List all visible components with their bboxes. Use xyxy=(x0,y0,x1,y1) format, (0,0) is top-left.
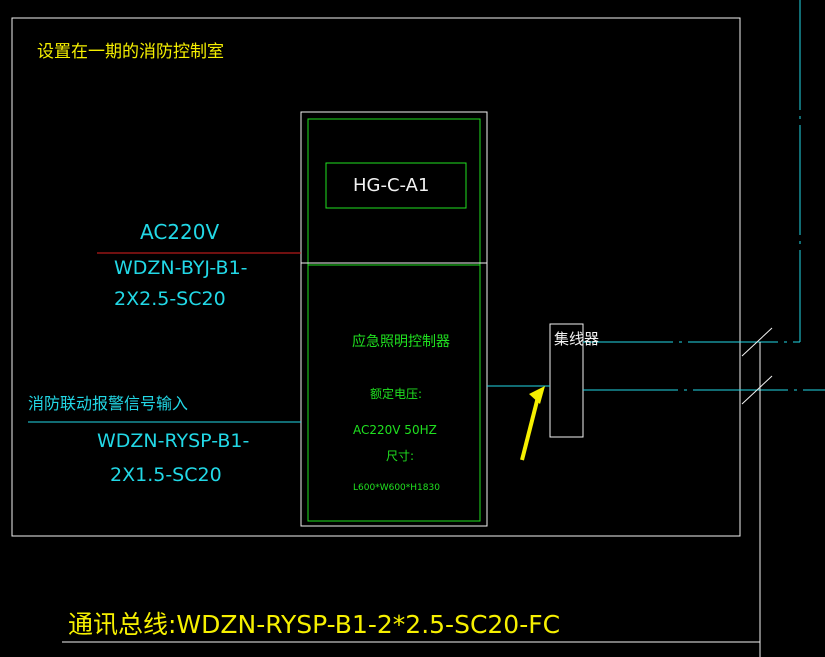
rated-voltage-value: AC220V 50HZ xyxy=(353,423,437,437)
power-voltage-label: AC220V xyxy=(140,220,220,244)
fire-signal-cable-line1: WDZN-RYSP-B1- xyxy=(97,430,250,452)
power-cable-line1: WDZN-BYJ-B1- xyxy=(114,257,248,279)
controller-model: HG-C-A1 xyxy=(353,175,430,196)
power-cable-line2: 2X2.5-SC20 xyxy=(114,288,226,310)
pointer-arrow xyxy=(520,386,545,461)
controller-name: 应急照明控制器 xyxy=(352,334,450,350)
size-label: 尺寸: xyxy=(386,449,415,463)
fire-signal-cable-line2: 2X1.5-SC20 xyxy=(110,464,222,486)
fire-signal-label: 消防联动报警信号输入 xyxy=(28,394,189,413)
controller-lower-panel xyxy=(307,264,481,522)
concentrator-box xyxy=(549,323,584,438)
comm-bus-label: 通讯总线:WDZN-RYSP-B1-2*2.5-SC20-FC xyxy=(68,610,561,639)
room-label: 设置在一期的消防控制室 xyxy=(37,42,224,62)
cut-mark-upper xyxy=(741,327,773,357)
controller-cabinet-outer xyxy=(300,111,488,527)
rated-voltage-label: 额定电压: xyxy=(370,387,423,401)
concentrator-label: 集线器 xyxy=(554,330,600,348)
cut-mark-lower xyxy=(741,375,773,405)
control-room-frame xyxy=(11,17,741,537)
model-box xyxy=(325,162,467,209)
size-value: L600*W600*H1830 xyxy=(353,483,440,493)
